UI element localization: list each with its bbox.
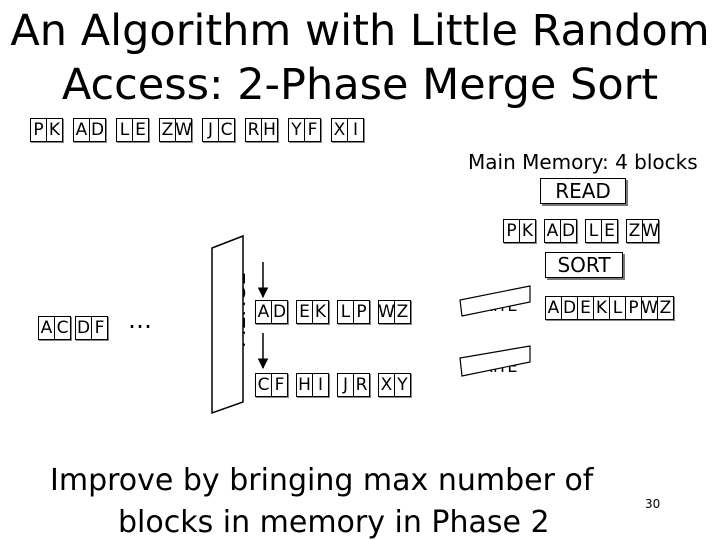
sorted-run-1-cell: P <box>353 300 370 324</box>
output-blocks-cell: D <box>75 316 92 340</box>
sort-label-text: SORT <box>557 253 611 277</box>
sort-label: SORT <box>545 252 623 278</box>
output-ellipsis: … <box>128 306 152 334</box>
sorted-run-2-cell: I <box>312 373 329 397</box>
sorted-run-1-cell: W <box>378 300 395 324</box>
read-label: READ <box>540 178 626 204</box>
input-blocks-cell: C <box>218 118 235 142</box>
write-arrow-2 <box>459 345 531 377</box>
slide-number: 30 <box>645 497 661 511</box>
input-blocks-cell: P <box>30 118 47 142</box>
merge-bracket <box>211 234 244 415</box>
sorted-run-2-cell: X <box>378 373 395 397</box>
memory-blocks-cell: K <box>519 219 536 243</box>
sorted-memory-cell: Z <box>657 296 674 320</box>
main-memory-label: Main Memory: 4 blocks <box>468 150 698 174</box>
memory-blocks-cell: E <box>601 219 618 243</box>
memory-blocks-cell: D <box>560 219 577 243</box>
slide-title: An Algorithm with Little Random Access: … <box>0 4 720 112</box>
sorted-run-2-cell: Y <box>394 373 411 397</box>
sorted-memory-cell: W <box>641 296 658 320</box>
caption-line-2: blocks in memory in Phase 2 <box>118 505 550 540</box>
input-blocks-cell: H <box>261 118 278 142</box>
sorted-run-1-cell: D <box>271 300 288 324</box>
memory-blocks-cell: L <box>585 219 602 243</box>
input-blocks-cell: K <box>46 118 63 142</box>
sorted-run-2-cell: R <box>353 373 370 397</box>
title-line-2: Access: 2-Phase Merge Sort <box>61 60 659 110</box>
sorted-run-2-cell: F <box>271 373 288 397</box>
sorted-run-1-cell: Z <box>394 300 411 324</box>
input-blocks-cell: I <box>347 118 364 142</box>
input-blocks-cell: E <box>132 118 149 142</box>
title-line-1: An Algorithm with Little Random <box>10 6 710 56</box>
memory-blocks-cell: W <box>642 219 659 243</box>
sorted-memory-cell: D <box>561 296 578 320</box>
input-blocks-cell: R <box>245 118 262 142</box>
input-blocks-cell: D <box>89 118 106 142</box>
output-blocks-cell: F <box>91 316 108 340</box>
input-blocks-cell: F <box>304 118 321 142</box>
output-blocks-cell: C <box>54 316 71 340</box>
sorted-run-2-cell: J <box>337 373 354 397</box>
caption-line-1: Improve by bringing max number of <box>50 463 594 498</box>
read-label-text: READ <box>555 179 611 203</box>
sorted-run-1-cell: K <box>312 300 329 324</box>
write-arrow-1 <box>459 285 531 317</box>
sorted-memory-cell: K <box>593 296 610 320</box>
sorted-run-2-cell: H <box>296 373 313 397</box>
input-blocks-cell: W <box>175 118 192 142</box>
